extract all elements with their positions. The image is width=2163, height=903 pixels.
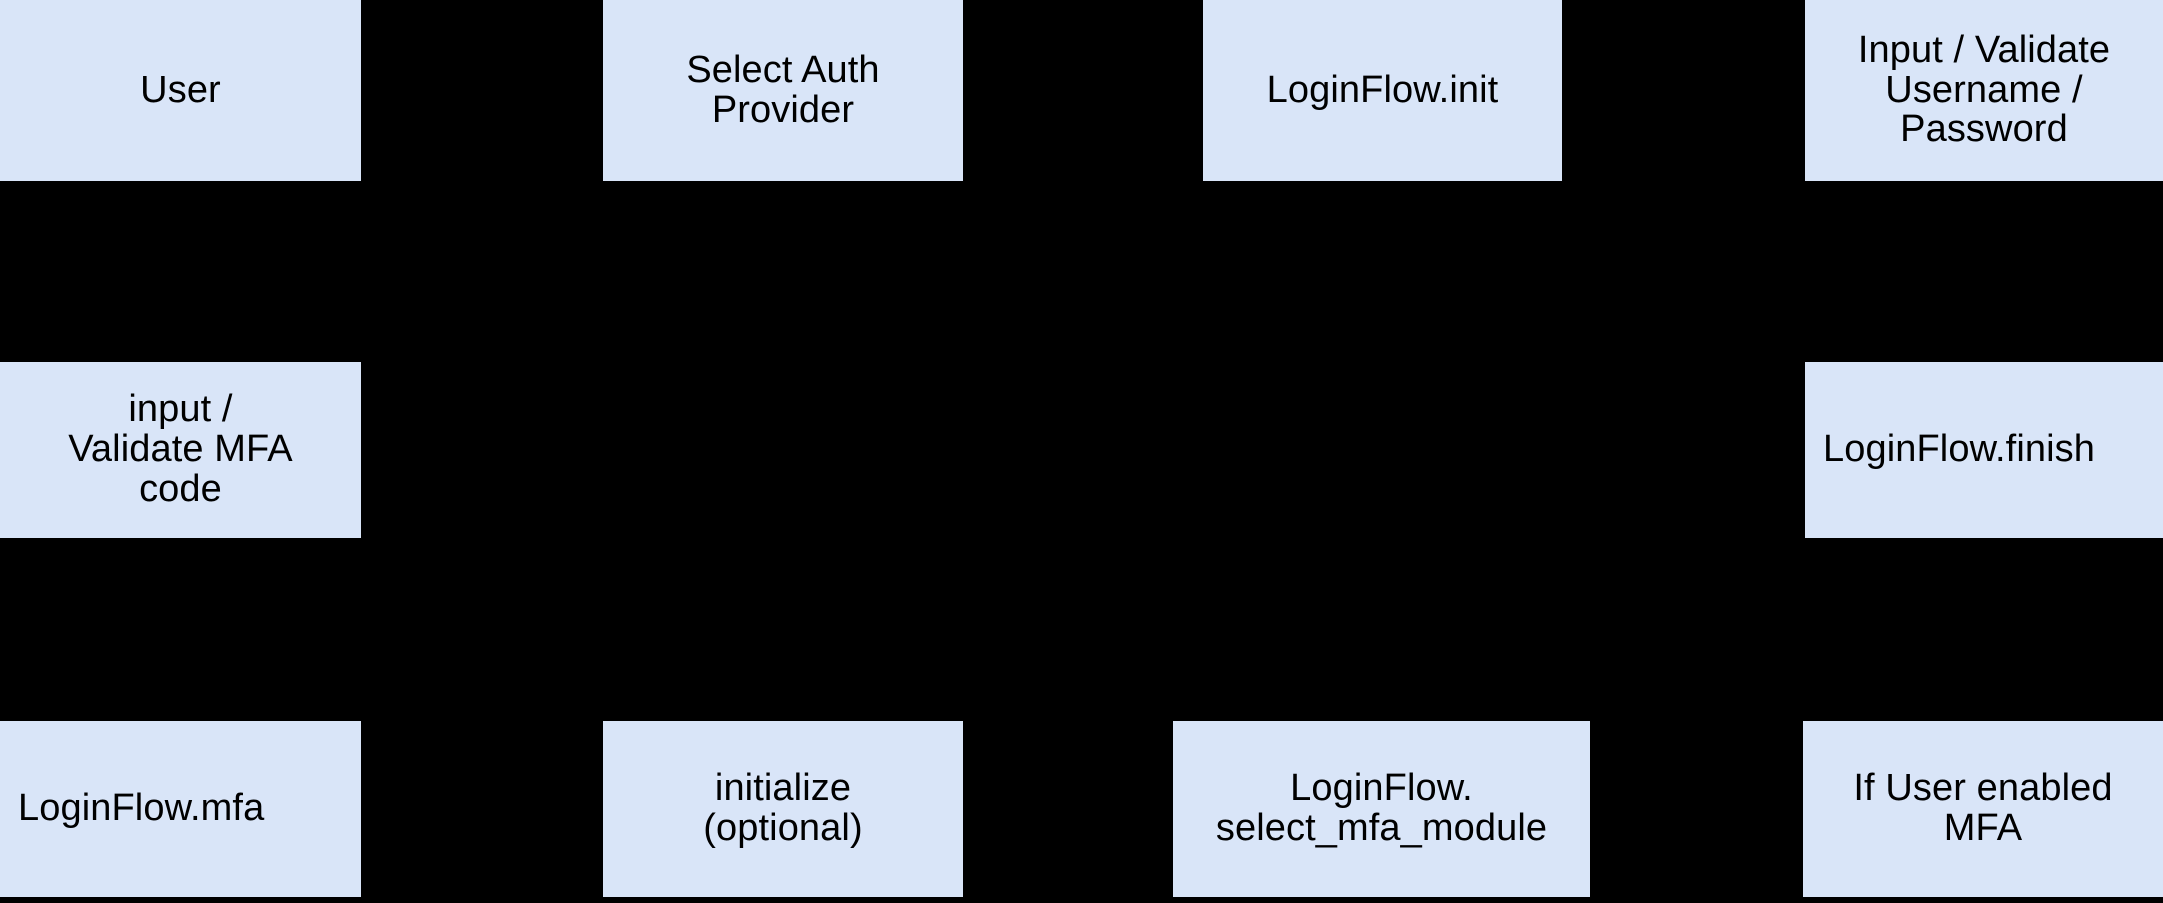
node-label-input-validate-username-password: Input / Validate Username / Password <box>1857 28 2111 151</box>
node-loginflow-init[interactable]: LoginFlow.init <box>1203 0 1562 181</box>
node-initialize-optional[interactable]: initialize (optional) <box>603 721 963 897</box>
node-label-input-validate-mfa-code: input / Validate MFA code <box>68 388 293 510</box>
node-label-loginflow-select-mfa-module: LoginFlow. select_mfa_module <box>1215 767 1548 849</box>
node-label-user: User <box>140 68 221 111</box>
node-user[interactable]: User <box>0 0 361 181</box>
node-loginflow-select-mfa-module[interactable]: LoginFlow. select_mfa_module <box>1173 721 1590 897</box>
node-if-user-enabled-mfa[interactable]: If User enabled MFA <box>1803 721 2163 897</box>
node-input-validate-mfa-code[interactable]: input / Validate MFA code <box>0 362 361 538</box>
node-loginflow-mfa[interactable]: LoginFlow.mfa <box>0 721 361 897</box>
node-loginflow-finish[interactable]: LoginFlow.finish <box>1805 362 2163 538</box>
node-label-select-auth-provider: Select Auth Provider <box>686 48 880 131</box>
node-label-if-user-enabled-mfa: If User enabled MFA <box>1853 767 2113 849</box>
node-label-initialize-optional: initialize (optional) <box>703 767 863 849</box>
node-input-validate-username-password[interactable]: Input / Validate Username / Password <box>1805 0 2163 181</box>
node-label-loginflow-init: LoginFlow.init <box>1266 68 1499 111</box>
node-select-auth-provider[interactable]: Select Auth Provider <box>603 0 963 181</box>
node-label-loginflow-mfa: LoginFlow.mfa <box>18 787 265 830</box>
node-label-loginflow-finish: LoginFlow.finish <box>1823 428 2095 471</box>
